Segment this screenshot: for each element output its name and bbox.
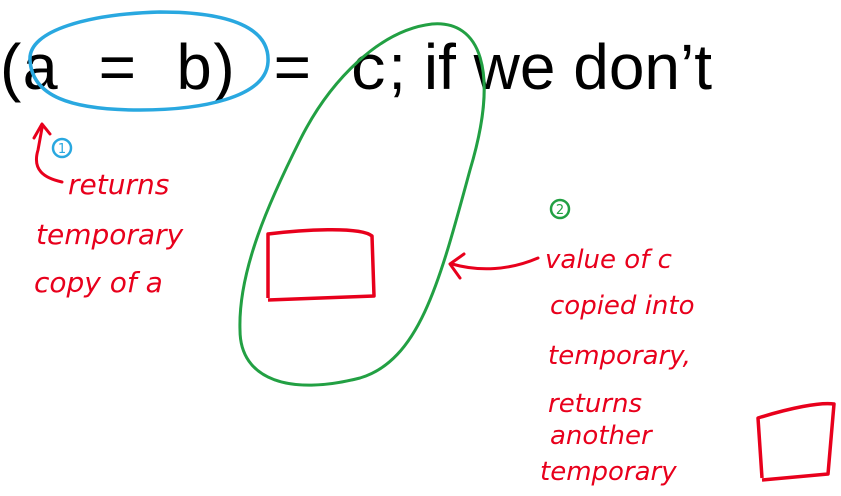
step2-line-1: value of c bbox=[545, 245, 672, 275]
temporary-box-1 bbox=[266, 227, 376, 302]
step1-number: 1 bbox=[58, 142, 66, 157]
svg-text:value of c copied into: value of c copied into temporary, return… bbox=[540, 245, 703, 487]
space bbox=[60, 37, 98, 109]
step2-arrow bbox=[450, 256, 540, 271]
code-expression: (a = b) = c; if we don’t bbox=[0, 22, 712, 112]
step1-arrowhead bbox=[32, 122, 52, 140]
assign-operator-1: = bbox=[98, 37, 137, 109]
step2-line-6: temporary bbox=[540, 457, 677, 487]
code-c: c bbox=[349, 37, 389, 109]
step1-arrow bbox=[35, 126, 64, 184]
trailing-text: if we don’t bbox=[406, 31, 712, 103]
step1-line-3: copy of a bbox=[34, 266, 163, 299]
step2-arrowhead bbox=[448, 252, 466, 280]
step2-line-4: returns bbox=[548, 389, 642, 419]
step2-line-3: temporary, bbox=[548, 341, 691, 371]
code-b: b bbox=[174, 37, 214, 109]
step2-line-2: copied into bbox=[550, 291, 695, 321]
space bbox=[311, 37, 349, 109]
step1-line-1: returns bbox=[68, 168, 169, 201]
assign-operator-2: = bbox=[273, 37, 312, 109]
step2-number: 2 bbox=[556, 203, 564, 218]
step2-badge bbox=[549, 198, 571, 220]
space bbox=[137, 37, 175, 109]
code-a: a bbox=[21, 37, 60, 109]
step1-badge bbox=[51, 137, 73, 159]
semicolon: ; bbox=[388, 31, 407, 103]
temporary-box-2 bbox=[756, 401, 836, 482]
step2-line-5: another bbox=[550, 421, 654, 451]
close-paren: ) bbox=[213, 31, 235, 103]
space bbox=[235, 37, 273, 109]
svg-text:returns temporary copy: returns temporary copy of a bbox=[34, 168, 192, 299]
open-paren: ( bbox=[0, 31, 22, 103]
step1-line-2: temporary bbox=[36, 218, 184, 251]
